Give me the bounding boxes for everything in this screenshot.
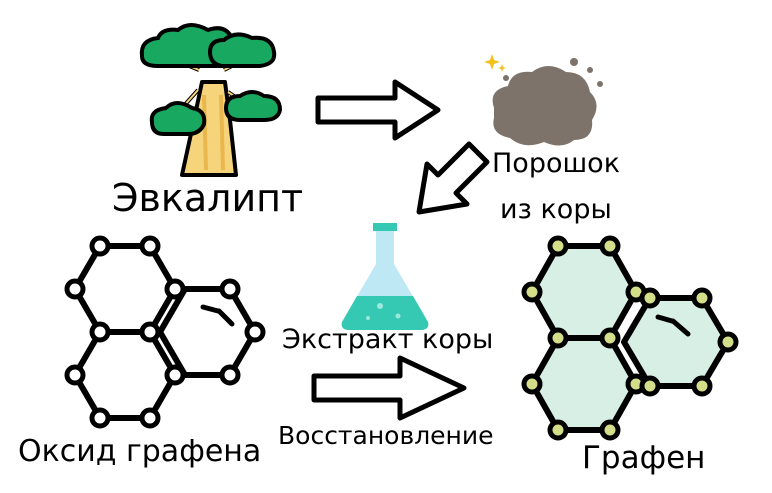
label-graphene: Графен: [582, 440, 706, 476]
label-bark-powder-line1: Порошок: [492, 148, 621, 179]
label-reduction: Восстановление: [278, 421, 494, 450]
arrow-right-icon: [311, 355, 467, 421]
label-eucalyptus: Эвкалипт: [112, 176, 304, 220]
arrow-down-left-icon: [416, 141, 490, 215]
label-bark-extract: Экстракт коры: [282, 324, 494, 355]
flask-icon: [341, 223, 429, 330]
graphene-icon: [521, 235, 739, 441]
bark-powder-icon: [484, 54, 603, 146]
eucalyptus-tree-icon: [139, 23, 283, 177]
label-graphene-oxide: Оксид графена: [18, 434, 262, 469]
graphene-oxide-icon: [64, 235, 266, 429]
label-bark-powder-line2: из коры: [500, 194, 612, 225]
arrow-right-icon: [315, 79, 441, 141]
